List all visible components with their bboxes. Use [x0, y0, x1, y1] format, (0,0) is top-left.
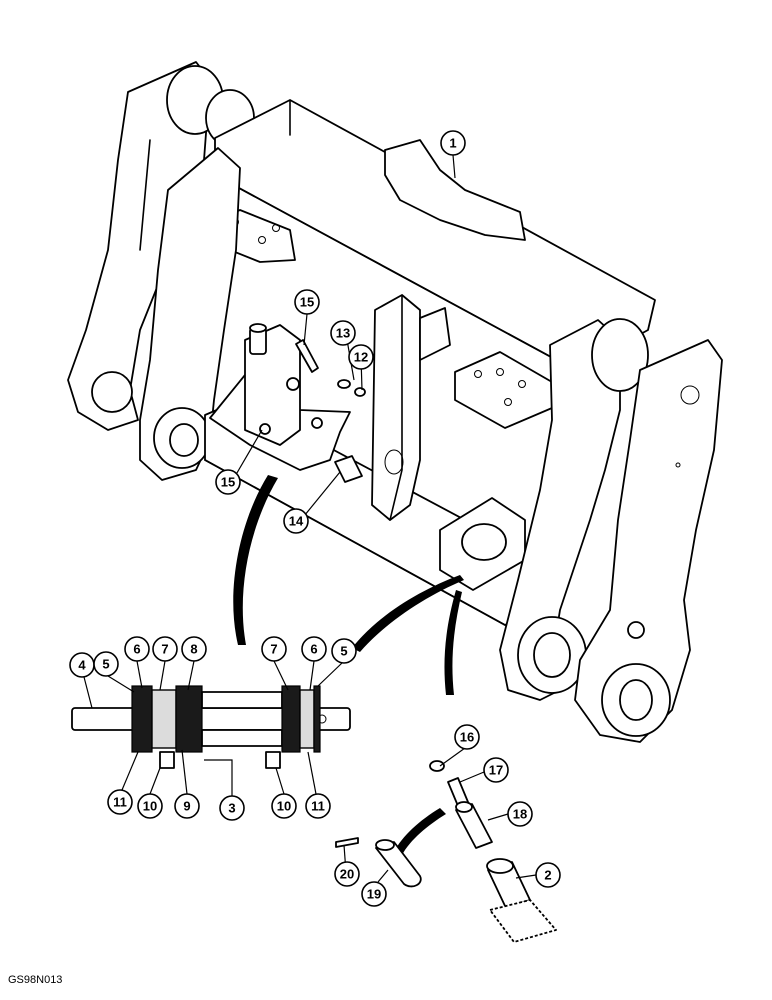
callout-label: 17: [489, 763, 503, 778]
callout-label: 6: [310, 642, 317, 657]
callout-label: 15: [221, 475, 235, 490]
callout-c10b: 10: [271, 793, 297, 819]
callout-label: 7: [161, 642, 168, 657]
callout-label: 15: [300, 295, 314, 310]
callout-label: 11: [311, 799, 325, 814]
callout-label: 20: [340, 867, 354, 882]
callout-label: 2: [544, 868, 551, 883]
leader-arrows: [233, 475, 464, 855]
callout-label: 3: [228, 801, 235, 816]
callout-label: 8: [190, 642, 197, 657]
callout-label: 12: [354, 350, 368, 365]
left-arm: [67, 61, 255, 431]
callout-c6b: 6: [301, 636, 327, 662]
callout-leaders: [83, 154, 537, 887]
callout-label: 5: [102, 657, 109, 672]
callout-c8: 8: [181, 636, 207, 662]
callout-c11b: 11: [305, 793, 331, 819]
callout-c4: 4: [69, 652, 95, 678]
callout-c15a: 15: [294, 289, 320, 315]
small-parts: [335, 760, 557, 943]
callout-c14: 14: [283, 508, 309, 534]
callout-c5a: 5: [93, 651, 119, 677]
right-lower-bracket: [439, 497, 526, 591]
callout-c7b: 7: [261, 636, 287, 662]
callout-c5b: 5: [331, 638, 357, 664]
callout-label: 6: [133, 642, 140, 657]
callout-label: 4: [78, 658, 86, 673]
callout-c18: 18: [507, 801, 533, 827]
callout-c13: 13: [330, 320, 356, 346]
callout-c11a: 11: [107, 789, 133, 815]
callout-c12: 12: [348, 344, 374, 370]
right-arm: [499, 318, 723, 743]
lock-cylinder-mount: [209, 323, 366, 483]
callout-label: 10: [143, 799, 157, 814]
callout-c15b: 15: [215, 469, 241, 495]
callout-label: 9: [183, 799, 190, 814]
callout-c9: 9: [174, 793, 200, 819]
callout-label: 7: [270, 642, 277, 657]
callout-label: 5: [340, 644, 347, 659]
callout-c3: 3: [219, 795, 245, 821]
callout-label: 10: [277, 799, 291, 814]
pivot-pin-assembly: [71, 685, 351, 769]
callout-label: 1: [449, 136, 456, 151]
callout-c10a: 10: [137, 793, 163, 819]
center-post: [371, 294, 451, 521]
callout-label: 13: [336, 326, 350, 341]
callout-c6a: 6: [124, 636, 150, 662]
callout-label: 16: [460, 730, 474, 745]
callout-c7a: 7: [152, 636, 178, 662]
callout-c19: 19: [361, 881, 387, 907]
callout-c16: 16: [454, 724, 480, 750]
callout-c17: 17: [483, 757, 509, 783]
callout-label: 11: [113, 795, 127, 810]
right-bracket-plate: [454, 351, 553, 429]
callout-label: 14: [289, 514, 304, 529]
callout-label: 18: [513, 807, 527, 822]
callout-c20: 20: [334, 861, 360, 887]
callout-c1: 1: [440, 130, 466, 156]
callout-label: 19: [367, 887, 381, 902]
left-middle-plate: [139, 147, 241, 481]
figure-code: GS98N013: [8, 974, 63, 986]
callout-c2: 2: [535, 862, 561, 888]
